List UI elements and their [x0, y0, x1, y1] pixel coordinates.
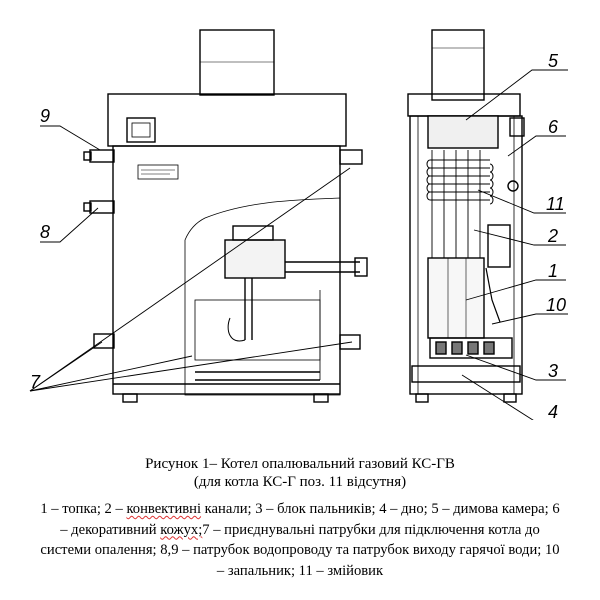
legend-line-4: – запальник; 11 – змійовик [216, 562, 384, 579]
convective-channels [431, 150, 481, 258]
burner-block [429, 337, 513, 359]
callout-labels: 5 6 11 2 1 10 3 4 9 8 7 [30, 51, 566, 420]
pipe-9 [83, 149, 115, 163]
callout-9: 9 [40, 106, 50, 126]
callout-6: 6 [548, 117, 559, 137]
front-view [83, 29, 368, 403]
legend-text: 1 – топка; 2 – конвективні канали; 3 – б… [6, 499, 594, 581]
figure-caption: Рисунок 1– Котел опалювальний газовий КС… [0, 455, 600, 491]
legend-line-1: 1 – топка; 2 – конвективні канали; 3 – б… [40, 501, 560, 517]
caption-note: (для котла КС-Г поз. 11 відсутня) [193, 474, 407, 490]
pipe-7-left [93, 333, 115, 349]
caption-title: Рисунок 1– Котел опалювальний газовий КС… [145, 456, 455, 472]
callout-1: 1 [548, 261, 558, 281]
decorative-casing [409, 115, 523, 395]
foot-right [313, 393, 329, 403]
foot-left [122, 393, 138, 403]
legend-line-2: – декоративний кожух;7 – приєднувальні п… [60, 521, 540, 538]
gas-valve [224, 239, 286, 279]
leader-lines [29, 69, 568, 420]
pipe-7-top-right [339, 149, 363, 165]
pipe-7-bottom-right [339, 334, 361, 350]
legend-line-3: системи опалення; 8,9 – патрубок водопро… [40, 542, 560, 558]
inspection-window [126, 117, 156, 143]
front-top-cap [107, 93, 347, 147]
smoke-chamber [427, 115, 499, 149]
callout-7: 7 [30, 372, 41, 392]
callout-5: 5 [548, 51, 559, 71]
nameplate [137, 164, 179, 180]
pipe-8 [83, 200, 115, 214]
coil [426, 159, 494, 205]
callout-11: 11 [546, 194, 565, 214]
callout-2: 2 [547, 226, 558, 246]
callout-3: 3 [548, 361, 558, 381]
igniter [485, 267, 501, 323]
callout-4: 4 [548, 402, 558, 420]
section-chimney [431, 29, 485, 101]
front-chimney [199, 29, 275, 96]
sight-glass [507, 180, 519, 192]
boiler-drawing: 5 6 11 2 1 10 3 4 9 8 7 [29, 29, 568, 420]
firebox [427, 257, 485, 339]
section-view [407, 29, 525, 403]
callout-10: 10 [546, 295, 566, 315]
callout-8: 8 [40, 222, 50, 242]
